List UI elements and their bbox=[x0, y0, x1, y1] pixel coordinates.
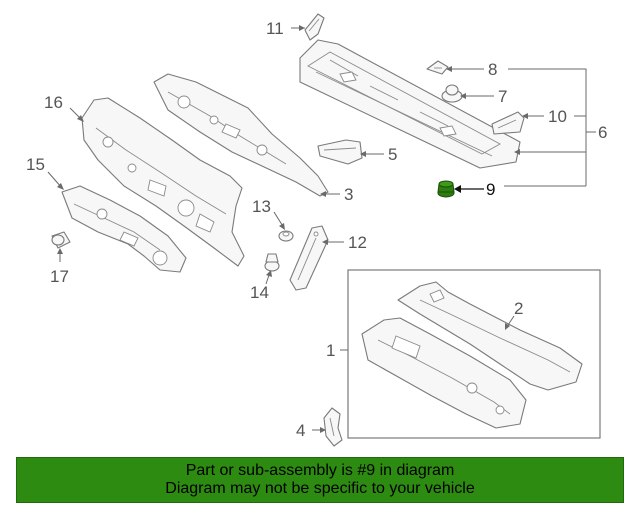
part-11-clip[interactable] bbox=[304, 13, 325, 41]
callout-13[interactable]: 13 bbox=[252, 197, 271, 216]
callout-10[interactable]: 10 bbox=[548, 107, 567, 126]
leader-lines bbox=[47, 25, 596, 433]
part-4-bracket[interactable] bbox=[323, 407, 343, 447]
callout-11[interactable]: 11 bbox=[266, 19, 284, 38]
part-15-lower-insulator[interactable] bbox=[61, 185, 187, 273]
callout-3[interactable]: 3 bbox=[344, 185, 353, 204]
callout-14[interactable]: 14 bbox=[250, 283, 269, 302]
part-14-nut[interactable] bbox=[264, 253, 280, 272]
part-16-insulator[interactable] bbox=[81, 97, 245, 267]
callout-5[interactable]: 5 bbox=[388, 145, 397, 164]
callout-12[interactable]: 12 bbox=[348, 233, 367, 252]
callout-labels: 11 8 7 10 6 9 5 3 16 15 17 13 14 12 2 1 … bbox=[26, 19, 607, 440]
callout-9[interactable]: 9 bbox=[486, 180, 495, 199]
part-12-bracket[interactable] bbox=[289, 225, 329, 291]
callout-6[interactable]: 6 bbox=[598, 123, 607, 142]
info-banner: Part or sub-assembly is #9 in diagram Di… bbox=[16, 457, 624, 503]
part-13-nut[interactable] bbox=[278, 230, 294, 242]
part-3-dash-panel[interactable] bbox=[153, 73, 329, 197]
banner-line-2: Diagram may not be specific to your vehi… bbox=[165, 480, 475, 497]
part-7-grommet[interactable] bbox=[441, 84, 463, 103]
callout-15[interactable]: 15 bbox=[26, 155, 45, 174]
part-9-nut[interactable] bbox=[437, 180, 455, 198]
callout-8[interactable]: 8 bbox=[488, 60, 497, 79]
banner-line-1: Part or sub-assembly is #9 in diagram bbox=[185, 462, 455, 479]
callout-1[interactable]: 1 bbox=[326, 341, 335, 360]
part-8-clip[interactable] bbox=[426, 60, 449, 75]
callout-17[interactable]: 17 bbox=[50, 267, 69, 286]
part-5-brace[interactable] bbox=[317, 139, 363, 165]
callout-2[interactable]: 2 bbox=[514, 299, 523, 318]
callout-4[interactable]: 4 bbox=[296, 421, 305, 440]
inset-box bbox=[347, 269, 601, 439]
callout-7[interactable]: 7 bbox=[498, 87, 507, 106]
part-10-bracket[interactable] bbox=[491, 111, 525, 135]
callout-16[interactable]: 16 bbox=[44, 93, 63, 112]
part-1-cowl-assembly[interactable] bbox=[361, 317, 527, 429]
part-6-cowl-panel[interactable] bbox=[299, 39, 521, 169]
part-2-upper-cowl[interactable] bbox=[397, 281, 583, 391]
part-17-plug[interactable] bbox=[51, 231, 71, 249]
